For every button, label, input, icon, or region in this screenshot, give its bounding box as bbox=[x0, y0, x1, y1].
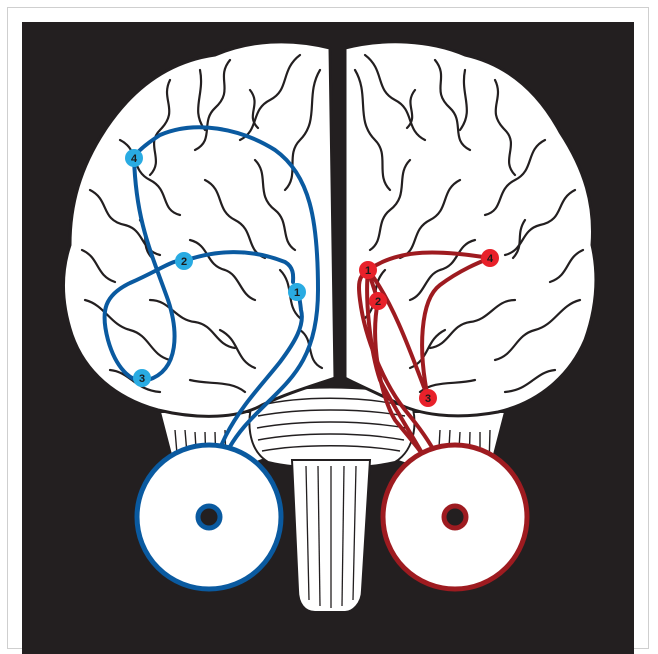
left-marker-4: 4 bbox=[125, 149, 143, 167]
left-marker-1: 1 bbox=[288, 283, 306, 301]
right-marker-label: 2 bbox=[375, 296, 381, 308]
brain-diagram-canvas: 1 2 3 4 1 2 3 4 bbox=[22, 22, 634, 654]
left-marker-label: 3 bbox=[139, 373, 145, 385]
right-ear-ring bbox=[383, 445, 527, 589]
left-marker-label: 1 bbox=[294, 287, 300, 299]
left-marker-label: 2 bbox=[181, 256, 187, 268]
left-ear-hub bbox=[198, 506, 220, 528]
right-marker-2: 2 bbox=[369, 292, 387, 310]
left-marker-3: 3 bbox=[133, 369, 151, 387]
right-marker-label: 4 bbox=[487, 253, 494, 265]
right-marker-label: 1 bbox=[365, 265, 371, 277]
left-marker-2: 2 bbox=[175, 252, 193, 270]
left-ear-ring bbox=[137, 445, 281, 589]
right-ear-hub bbox=[444, 506, 466, 528]
brainstem bbox=[292, 460, 370, 612]
brain-diagram: 1 2 3 4 1 2 3 4 bbox=[22, 22, 634, 654]
right-marker-label: 3 bbox=[425, 393, 431, 405]
right-marker-3: 3 bbox=[419, 389, 437, 407]
right-marker-1: 1 bbox=[359, 261, 377, 279]
right-marker-4: 4 bbox=[481, 249, 499, 267]
left-marker-label: 4 bbox=[131, 153, 138, 165]
